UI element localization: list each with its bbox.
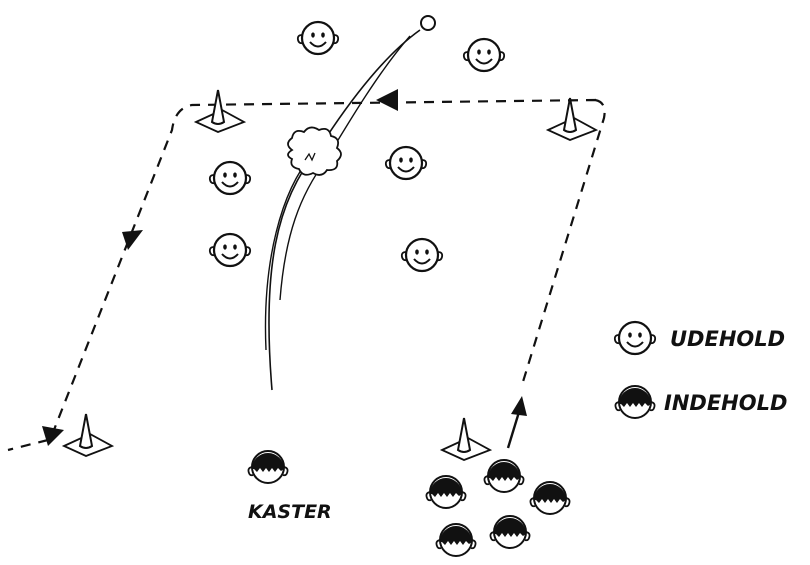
ball-trajectory [268, 29, 421, 391]
smiley-face-icon [462, 37, 506, 73]
arrow-icon [506, 411, 521, 449]
cloud-burst-icon [287, 126, 342, 176]
smiley-face-icon [296, 20, 340, 56]
cone-icon [547, 97, 597, 141]
arrow-icon [511, 396, 527, 416]
dark-hair-head-icon [483, 459, 525, 493]
cone-icon [63, 413, 113, 457]
dark-hair-head-icon [425, 475, 467, 509]
smiley-face-icon [400, 237, 444, 273]
smiley-face-icon [613, 320, 657, 356]
cone-icon [441, 417, 491, 461]
dark-hair-head-icon [614, 385, 656, 419]
ball-icon [420, 15, 436, 31]
running-route-path [7, 98, 606, 452]
smiley-face-icon [208, 160, 252, 196]
dark-hair-head-icon [247, 450, 289, 484]
arrow-icon [122, 230, 143, 250]
kaster-label: KASTER [248, 501, 332, 523]
ball-trajectory [264, 154, 313, 351]
dark-hair-head-icon [435, 523, 477, 557]
smiley-face-icon [208, 232, 252, 268]
smiley-face-icon [384, 145, 428, 181]
legend: UDEHOLD INDEHOLD [613, 320, 787, 419]
legend-indehold-label: INDEHOLD [664, 391, 787, 415]
arrow-icon [42, 426, 64, 446]
legend-udehold-label: UDEHOLD [670, 327, 785, 351]
cone-icon [195, 89, 245, 133]
arrow-icon [376, 89, 398, 111]
dark-hair-head-icon [529, 481, 571, 515]
dark-hair-head-icon [489, 515, 531, 549]
